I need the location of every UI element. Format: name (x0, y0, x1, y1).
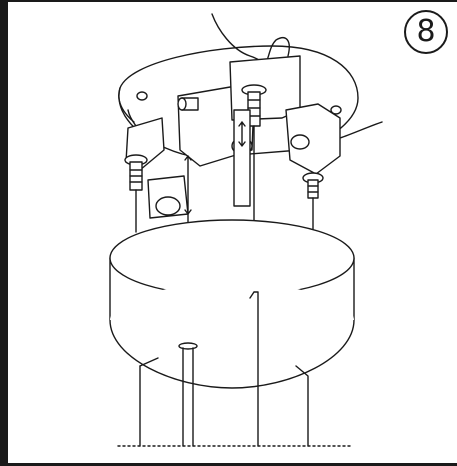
cable-gripper-left (124, 154, 148, 191)
fixture-drum (109, 219, 355, 389)
top-rule (8, 0, 457, 2)
step-number: 8 (416, 14, 436, 49)
pendant-stems (139, 291, 309, 447)
bottom-rule (8, 463, 457, 466)
cable-gripper-center (241, 84, 267, 127)
step-badge: 8 (404, 10, 448, 54)
adjustment-tube (233, 109, 251, 207)
cable-gripper-right (302, 172, 324, 199)
left-frame-bar (0, 0, 8, 466)
mounting-bracket-left (125, 117, 189, 219)
mounting-bracket-right (136, 91, 342, 175)
cord-gripper (177, 97, 199, 111)
